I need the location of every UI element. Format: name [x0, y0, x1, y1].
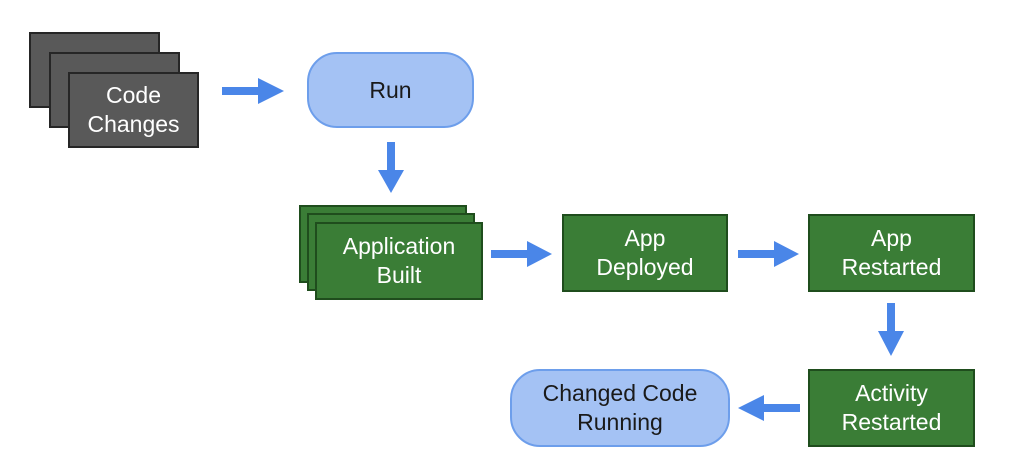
run-label: Run [369, 76, 412, 103]
app-restarted-label: App Restarted [841, 225, 942, 280]
changed-code-running-label: Changed Code Running [542, 380, 698, 435]
activity-restarted-node: Activity Restarted [808, 369, 975, 447]
arrow-restarted-to-activity [878, 303, 904, 356]
app-deployed-node: App Deployed [562, 214, 728, 292]
app-deployed-label: App Deployed [596, 225, 694, 280]
activity-restarted-label: Activity Restarted [841, 380, 942, 435]
code-changes-node: Code Changes [68, 72, 199, 148]
application-built-node: Application Built [315, 222, 483, 300]
arrow-built-to-deployed [491, 241, 552, 267]
run-node: Run [307, 52, 474, 128]
arrow-activity-to-running [738, 395, 800, 421]
application-built-label: Application Built [342, 233, 456, 288]
arrow-run-to-built [378, 142, 404, 193]
arrow-deployed-to-restarted [738, 241, 799, 267]
code-changes-label: Code Changes [87, 82, 180, 137]
app-restarted-node: App Restarted [808, 214, 975, 292]
changed-code-running-node: Changed Code Running [510, 369, 730, 447]
arrow-code-to-run [222, 78, 284, 104]
